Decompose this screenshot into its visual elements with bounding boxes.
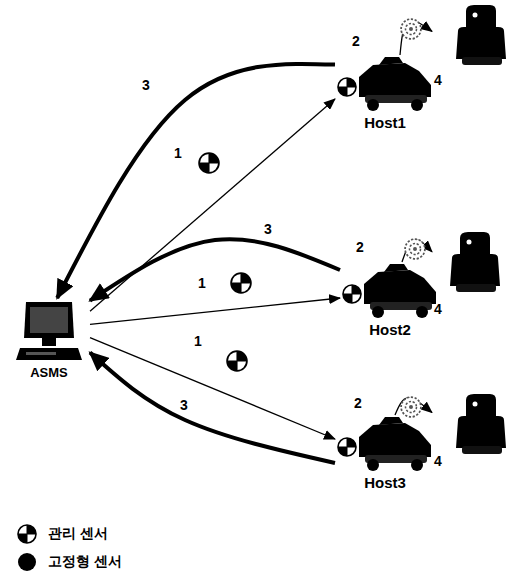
step-number: 3 <box>262 222 274 237</box>
moving-management-sensor <box>405 239 425 259</box>
step-number: 2 <box>352 396 364 411</box>
report-arrow <box>90 239 340 301</box>
host-robot-icon <box>340 262 440 318</box>
host-robot: Host2 <box>340 262 440 342</box>
report-arrow <box>90 353 335 463</box>
server-computer-icon <box>14 298 84 364</box>
management-sensor <box>231 273 251 293</box>
legend-row: 고정형 센서 <box>16 548 122 576</box>
fixed-sensor-device-icon <box>452 394 510 456</box>
callout-number: 4 <box>434 302 442 317</box>
report-arrow <box>57 64 335 298</box>
step-number: 2 <box>354 240 366 255</box>
fixed-sensor-device: 4 <box>432 5 512 93</box>
fixed-sensor-device-icon <box>452 5 510 67</box>
dispatch-arrow <box>90 338 335 439</box>
dispatch-arrow <box>90 298 340 324</box>
moving-management-sensor <box>401 19 421 39</box>
fixed-sensor-device-icon <box>446 232 504 294</box>
fixed-sensor-device: 4 <box>432 228 512 323</box>
callout-number: 4 <box>434 454 442 469</box>
legend-swatch <box>16 551 38 573</box>
step-number: 1 <box>172 146 184 161</box>
legend: 관리 센서고정형 센서 <box>16 520 122 576</box>
management-sensor <box>199 153 219 173</box>
legend-text: 관리 센서 <box>48 525 108 543</box>
node-label: ASMS <box>30 366 68 380</box>
host-robot: Host1 <box>335 55 435 135</box>
step-number: 1 <box>196 276 208 291</box>
server-computer: ASMS <box>8 298 90 386</box>
dispatch-arrow <box>90 99 335 311</box>
callout-number: 4 <box>434 73 442 88</box>
management-sensor <box>227 351 247 371</box>
step-number: 2 <box>350 34 362 49</box>
node-label: Host2 <box>369 322 411 339</box>
legend-row: 관리 센서 <box>16 520 122 548</box>
node-label: Host1 <box>364 115 406 132</box>
node-label: Host3 <box>364 475 406 492</box>
legend-text: 고정형 센서 <box>48 553 122 571</box>
step-number: 3 <box>178 398 190 413</box>
step-number: 3 <box>140 78 152 93</box>
fixed-sensor-device: 4 <box>432 392 512 474</box>
host-robot-icon <box>335 55 435 111</box>
host-robot-icon <box>335 415 435 471</box>
host-robot: Host3 <box>335 415 435 495</box>
step-number: 1 <box>192 334 204 349</box>
moving-management-sensor <box>401 397 421 417</box>
dispatch-arrow <box>402 240 432 262</box>
legend-swatch <box>16 523 38 545</box>
